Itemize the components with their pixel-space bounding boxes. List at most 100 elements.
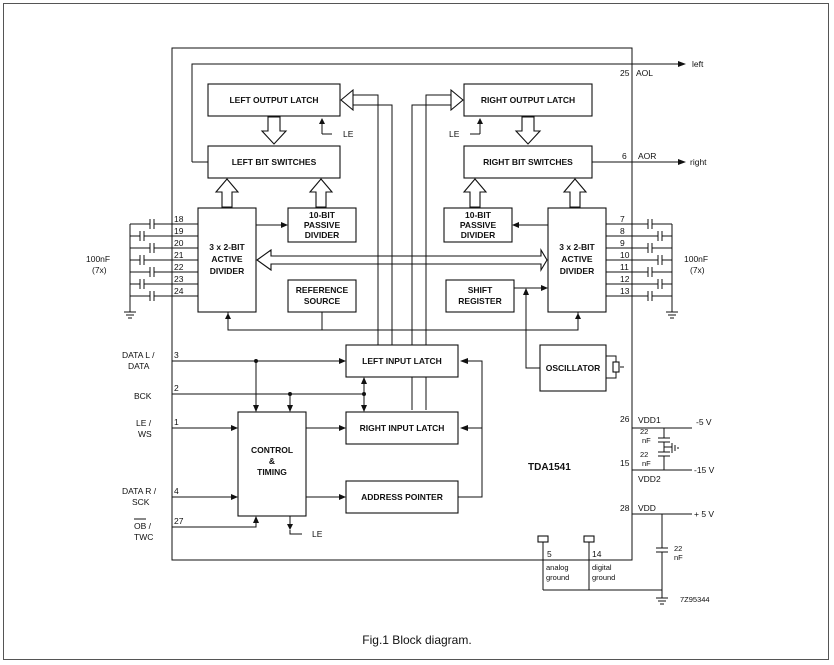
right-input-latch-label: RIGHT INPUT LATCH: [360, 423, 445, 433]
sck-label: SCK: [132, 497, 150, 507]
left-latch-le: LE: [343, 129, 354, 139]
right-cap-pin-9: 9: [620, 238, 625, 248]
right-output-latch: [463, 83, 593, 117]
data-r-label: DATA R /: [122, 486, 157, 496]
pin-3: 3: [174, 350, 179, 360]
right-divider-line2: ACTIVE: [561, 254, 593, 264]
right-passive-up-arrow: [462, 178, 488, 208]
control-line1: CONTROL: [251, 445, 293, 455]
vdd-cap-value: 22: [674, 544, 682, 553]
left-latch-to-switch-arrow: [260, 116, 288, 145]
control-le-output: LE: [312, 529, 323, 539]
right-cap-pin-8: 8: [620, 226, 625, 236]
bck-label: BCK: [134, 391, 152, 401]
right-passive-line1: 10-BIT: [465, 210, 492, 220]
vdd1-pin: 26: [620, 414, 630, 424]
vdd2-cap-unit: nF: [642, 459, 651, 468]
left-divider-up-arrow: [214, 178, 240, 208]
right-bit-switches-label: RIGHT BIT SWITCHES: [483, 157, 573, 167]
crystal: [612, 361, 620, 373]
reference-source-line1: REFERENCE: [296, 285, 349, 295]
right-divider-line3: DIVIDER: [560, 266, 594, 276]
right-latch-to-switch-arrow: [514, 116, 542, 145]
left-cap-pin-21: 21: [174, 250, 184, 260]
shift-register-line1: SHIFT: [468, 285, 493, 295]
pin-1: 1: [174, 417, 179, 427]
aol-label: AOL: [636, 68, 653, 78]
right-bit-switches: [463, 145, 593, 179]
vdd-voltage: + 5 V: [694, 509, 714, 519]
control-line3: TIMING: [257, 467, 287, 477]
vdd2-pin: 15: [620, 458, 630, 468]
chip-name: TDA1541: [528, 462, 571, 473]
left-passive-line2: PASSIVE: [304, 220, 341, 230]
le-ws-label: LE /: [136, 418, 152, 428]
figure-caption: Fig.1 Block diagram.: [362, 633, 471, 647]
left-output-latch-label: LEFT OUTPUT LATCH: [229, 95, 318, 105]
pin-4: 4: [174, 486, 179, 496]
right-output-latch-label: RIGHT OUTPUT LATCH: [481, 95, 575, 105]
reference-code: 7Z95344: [680, 595, 710, 604]
right-cap-pin-12: 12: [620, 274, 630, 284]
left-passive-divider: [287, 207, 357, 243]
ob-label: OB /: [134, 521, 152, 531]
left-divider-line2: ACTIVE: [211, 254, 243, 264]
left-bit-switches-label: LEFT BIT SWITCHES: [232, 157, 317, 167]
data-label: DATA: [128, 361, 150, 371]
right-latch-le: LE: [449, 129, 460, 139]
left-capacitor-bank: [124, 219, 198, 319]
left-cap-pin-18: 18: [174, 214, 184, 224]
figure-frame: [3, 3, 829, 660]
digital-ground-pad: [583, 535, 595, 543]
address-pointer-label: ADDRESS POINTER: [361, 492, 443, 502]
data-l-label: DATA L /: [122, 350, 155, 360]
vdd-pin: 28: [620, 503, 630, 513]
digital-ground-label: ground: [592, 573, 615, 582]
right-divider-line1: 3 x 2-BIT: [559, 242, 595, 252]
right-cap-value: 100nF: [684, 254, 708, 264]
pin-2: 2: [174, 383, 179, 393]
left-divider-line1: 3 x 2-BIT: [209, 242, 245, 252]
vdd2-cap-value: 22: [640, 450, 648, 459]
aol-pin: 25: [620, 68, 630, 78]
left-cap-pin-23: 23: [174, 274, 184, 284]
shift-register: [445, 279, 515, 313]
left-output-latch: [207, 83, 341, 117]
aor-pin: 6: [622, 151, 627, 161]
pin-27: 27: [174, 516, 184, 526]
left-cap-pin-19: 19: [174, 226, 184, 236]
right-cap-pin-13: 13: [620, 286, 630, 296]
vdd2-label: VDD2: [638, 474, 661, 484]
reference-bus: [227, 312, 579, 331]
right-cap-pin-10: 10: [620, 250, 630, 260]
left-cap-count: (7x): [92, 265, 107, 275]
left-cap-pin-20: 20: [174, 238, 184, 248]
right-capacitor-bank: [606, 219, 678, 319]
ws-label: WS: [138, 429, 152, 439]
right-divider-up-arrow: [562, 178, 588, 208]
digital-label: digital: [592, 563, 612, 572]
left-cap-pin-24: 24: [174, 286, 184, 296]
aor-label: AOR: [638, 151, 656, 161]
aol-line: [191, 63, 678, 162]
analog-ground-pin: 5: [547, 549, 552, 559]
left-passive-line3: DIVIDER: [305, 230, 339, 240]
vdd2-voltage: -15 V: [694, 465, 715, 475]
oscillator-label: OSCILLATOR: [546, 363, 600, 373]
analog-label: analog: [546, 563, 569, 572]
shift-register-line2: REGISTER: [458, 296, 501, 306]
right-input-latch: [345, 411, 459, 445]
left-input-latch-label: LEFT INPUT LATCH: [362, 356, 442, 366]
right-cap-pin-11: 11: [620, 262, 629, 272]
control-line2: &: [269, 456, 275, 466]
vdd-cap-unit: nF: [674, 553, 683, 562]
right-cap-pin-7: 7: [620, 214, 625, 224]
vdd-label: VDD: [638, 503, 656, 513]
right-passive-line3: DIVIDER: [461, 230, 495, 240]
left-passive-line1: 10-BIT: [309, 210, 336, 220]
digital-ground-pin: 14: [592, 549, 602, 559]
reference-source: [287, 279, 357, 313]
left-cap-value: 100nF: [86, 254, 110, 264]
vdd1-label: VDD1: [638, 415, 661, 425]
